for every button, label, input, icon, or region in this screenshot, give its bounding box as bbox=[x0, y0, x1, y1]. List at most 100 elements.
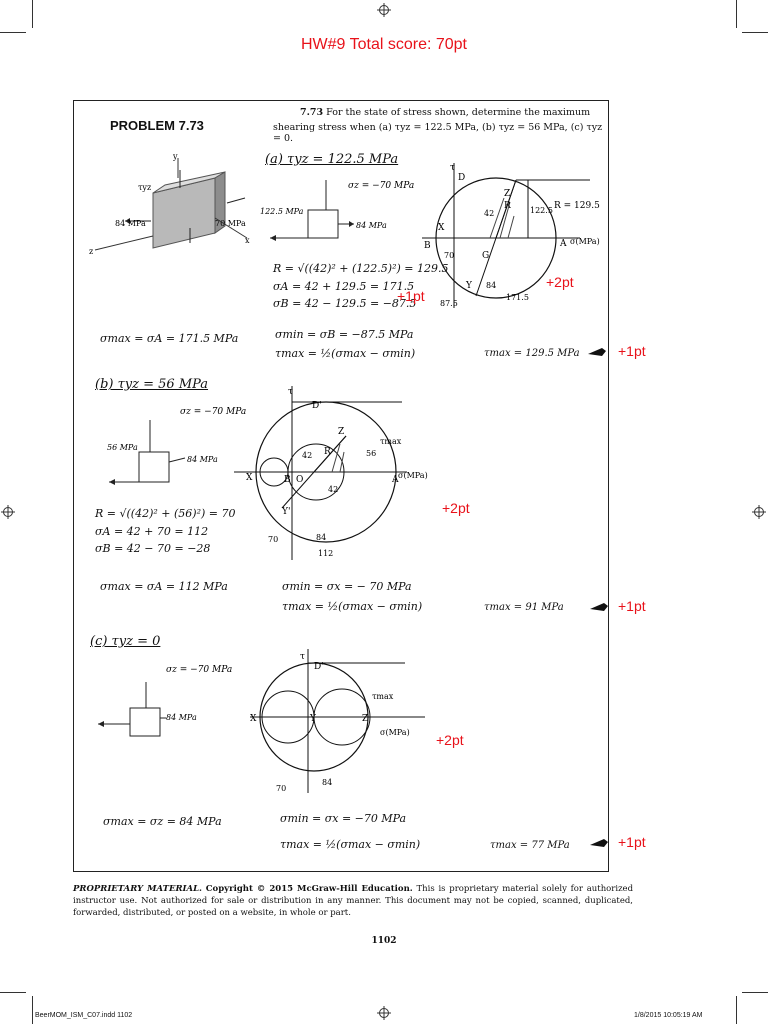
mohr-a-70: 70 bbox=[444, 251, 454, 260]
print-date: 1/8/2015 10:05:19 AM bbox=[634, 1012, 703, 1019]
part-b-tau-result: τmax = 91 MPa bbox=[484, 602, 564, 613]
mohr-c-X: X bbox=[250, 714, 257, 724]
part-b-title: (b) τyz = 56 MPa bbox=[95, 377, 209, 392]
part-b-mohr-circle: τ D' Z R 42 56 τmax X B O A σ(MPa) 42 Y'… bbox=[234, 386, 428, 560]
grade-a-sigma: +1pt bbox=[397, 288, 425, 304]
part-c-tau-formula: τmax = ½(σmax − σmin) bbox=[280, 838, 421, 851]
part-a-sz: σz = −70 MPa bbox=[348, 181, 414, 191]
registration-mark-icon bbox=[752, 505, 766, 519]
fig-x-label: x bbox=[245, 236, 250, 245]
part-c-right-stress: 84 MPa bbox=[166, 713, 197, 722]
mohr-a-sigma: σ(MPa) bbox=[570, 237, 600, 246]
part-a-element-sketch: σz = −70 MPa 122.5 MPa 84 MPa bbox=[260, 180, 414, 241]
part-a-radius: R = √((42)² + (122.5)²) = 129.5 bbox=[273, 262, 449, 275]
page-number: 1102 bbox=[371, 936, 397, 946]
crop-mark bbox=[32, 0, 33, 28]
part-c-mohr-circle: τ D' τmax X Y Z σ(MPa) 70 84 bbox=[250, 649, 425, 793]
answer-arrow-icon bbox=[588, 348, 606, 356]
mohr-c-Z: Z bbox=[362, 714, 368, 724]
file-name: BeerMOM_ISM_C07.indd 1102 bbox=[35, 1012, 133, 1019]
mohr-a-D: D bbox=[458, 173, 465, 183]
mohr-c-sigma: σ(MPa) bbox=[380, 728, 410, 737]
mohr-a-B: B bbox=[424, 241, 431, 251]
mohr-a-84: 84 bbox=[486, 281, 496, 290]
registration-mark-icon bbox=[377, 3, 391, 17]
fig-y-label: y bbox=[172, 152, 178, 161]
part-a-title: (a) τyz = 122.5 MPa bbox=[265, 152, 399, 167]
mohr-b-42b: 42 bbox=[328, 485, 338, 494]
part-c-sz: σz = −70 MPa bbox=[166, 665, 232, 675]
copyright-notice: PROPRIETARY MATERIAL. Copyright © 2015 M… bbox=[73, 883, 633, 919]
part-a-mohr-circle: τ D Z R 42 122.5 R = 129.5 X B A σ(MPa) … bbox=[422, 163, 600, 308]
mohr-c-70: 70 bbox=[276, 784, 286, 793]
mohr-b-tau: τ bbox=[288, 387, 293, 397]
fig-tau-label: τyz bbox=[138, 183, 151, 192]
part-a-sigma-a: σA = 42 + 129.5 = 171.5 bbox=[273, 280, 415, 293]
statement-line-2: shearing stress when (a) τyz = 122.5 MPa… bbox=[273, 122, 603, 144]
copyright-label: Copyright © 2015 McGraw-Hill Education. bbox=[205, 884, 413, 894]
part-a-right-stress: 84 MPa bbox=[356, 221, 387, 230]
mohr-c-84: 84 bbox=[322, 778, 332, 787]
part-a-tau-value: 122.5 MPa bbox=[260, 207, 304, 216]
statement-line-1: For the state of stress shown, determine… bbox=[326, 107, 591, 118]
mohr-b-84: 84 bbox=[316, 533, 326, 542]
proprietary-label: PROPRIETARY MATERIAL. bbox=[73, 884, 203, 894]
part-b-right-stress: 84 MPa bbox=[187, 455, 218, 464]
fig-right-stress: 70 MPa bbox=[215, 219, 246, 228]
fig-left-stress: 84 MPa bbox=[115, 219, 146, 228]
mohr-c-tmax: τmax bbox=[372, 692, 394, 701]
answer-arrow-icon bbox=[590, 839, 608, 847]
crop-mark bbox=[742, 32, 768, 33]
part-c-element-sketch: σz = −70 MPa 84 MPa bbox=[98, 665, 232, 737]
mohr-a-1225: 122.5 bbox=[530, 206, 553, 215]
mohr-b-D: D' bbox=[312, 401, 322, 411]
grade-a-tau: +1pt bbox=[618, 343, 646, 359]
mohr-b-A: A bbox=[391, 475, 399, 485]
mohr-b-Y: Y' bbox=[281, 507, 290, 517]
mohr-a-1715: 171.5 bbox=[506, 293, 529, 302]
part-c-sigma-max: σmax = σz = 84 MPa bbox=[103, 815, 222, 828]
mohr-c-D: D' bbox=[314, 662, 324, 672]
mohr-b-112: 112 bbox=[318, 549, 333, 558]
mohr-a-Z: Z bbox=[504, 189, 510, 199]
mohr-b-R: R bbox=[324, 447, 331, 457]
mohr-a-tau: τ bbox=[450, 163, 455, 173]
part-b-sz: σz = −70 MPa bbox=[180, 407, 246, 417]
part-c-tau-result: τmax = 77 MPa bbox=[490, 840, 570, 851]
registration-mark-icon bbox=[1, 505, 15, 519]
mohr-a-42: 42 bbox=[484, 209, 494, 218]
mohr-a-X: X bbox=[438, 223, 445, 233]
total-score: HW#9 Total score: 70pt bbox=[300, 36, 467, 53]
mohr-b-X: X bbox=[246, 473, 253, 483]
mohr-c-tau: τ bbox=[300, 652, 305, 662]
grade-a-mohr: +2pt bbox=[546, 274, 574, 290]
crop-mark bbox=[32, 996, 33, 1024]
crop-mark bbox=[736, 996, 737, 1024]
mohr-a-Y: Y bbox=[465, 281, 473, 291]
mohr-a-R-value: R = 129.5 bbox=[554, 201, 600, 211]
mohr-b-70: 70 bbox=[268, 535, 278, 544]
mohr-a-G: G bbox=[482, 251, 489, 261]
crop-mark bbox=[736, 0, 737, 28]
part-b-tau-value: 56 MPa bbox=[107, 443, 138, 452]
crop-mark bbox=[0, 992, 26, 993]
copyright-text-3: on a website, in whole or part. bbox=[219, 908, 351, 918]
grade-c-tau: +1pt bbox=[618, 834, 646, 850]
mohr-b-B: B bbox=[284, 475, 291, 485]
part-b-sigma-min: σmin = σx = − 70 MPa bbox=[282, 580, 412, 593]
part-b-tau-formula: τmax = ½(σmax − σmin) bbox=[282, 600, 423, 613]
grade-c-mohr: +2pt bbox=[436, 732, 464, 748]
grade-b-tau: +1pt bbox=[618, 598, 646, 614]
answer-arrow-icon bbox=[590, 603, 608, 611]
mohr-b-Z: Z bbox=[338, 427, 344, 437]
mohr-b-sigma: σ(MPa) bbox=[398, 471, 428, 480]
part-c-title: (c) τyz = 0 bbox=[90, 634, 161, 649]
part-a-tau-formula: τmax = ½(σmax − σmin) bbox=[275, 347, 416, 360]
copyright-text-1: This is proprietary material solely for … bbox=[73, 884, 634, 906]
part-a-sigma-min: σmin = σB = −87.5 MPa bbox=[275, 328, 414, 341]
part-a-sigma-b: σB = 42 − 129.5 = −87.5 bbox=[273, 297, 417, 310]
problem-statement: 7.73 For the state of stress shown, dete… bbox=[300, 107, 600, 118]
crop-mark bbox=[742, 992, 768, 993]
solution-panel bbox=[73, 100, 609, 872]
mohr-b-tmax: τmax bbox=[380, 437, 402, 446]
